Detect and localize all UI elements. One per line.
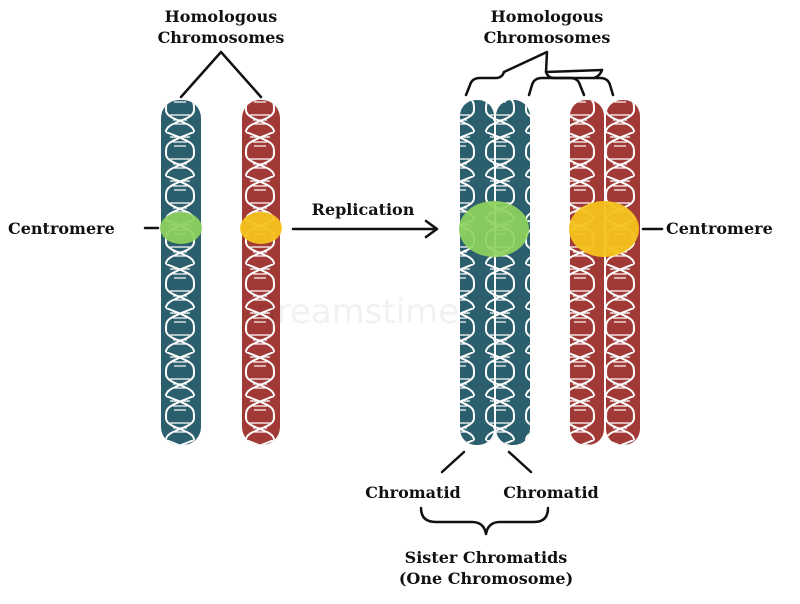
left-chromosome-red — [242, 100, 280, 445]
left-title: Homologous Chromosomes — [146, 6, 296, 48]
sister-chromatids-label: Sister Chromatids (One Chromosome) — [376, 547, 596, 589]
right-title-brace — [464, 50, 615, 97]
chromatid-red-2 — [606, 100, 640, 445]
sister-chromatids-line2: (One Chromosome) — [398, 569, 574, 588]
chromatid-pointer-2 — [507, 450, 533, 474]
chromatid-label-1: Chromatid — [365, 483, 461, 502]
left-title-connector — [179, 50, 263, 99]
watermark: dreamstime — [255, 292, 460, 332]
sister-chromatids-brace — [419, 506, 550, 536]
chromatid-red-1 — [570, 100, 604, 445]
centromere-yellow-large — [569, 201, 639, 257]
right-title: Homologous Chromosomes — [472, 6, 622, 48]
chromatid-pointer-1 — [440, 450, 466, 474]
chromatid-teal-1 — [460, 100, 494, 445]
centromere-yellow-small — [240, 212, 282, 244]
left-title-line2: Chromosomes — [157, 28, 285, 47]
centromere-green-large — [459, 201, 529, 257]
right-title-line1: Homologous — [490, 7, 604, 26]
chromatid-label-2: Chromatid — [503, 483, 599, 502]
sister-chromatids-line1: Sister Chromatids — [404, 548, 568, 567]
centromere-green-small — [160, 212, 202, 244]
left-chromosome-teal — [161, 100, 201, 445]
centromere-label-left: Centromere — [8, 219, 115, 238]
chromatid-teal-2 — [496, 100, 530, 445]
right-title-line2: Chromosomes — [483, 28, 611, 47]
replication-arrow — [291, 219, 439, 239]
replication-label: Replication — [311, 200, 415, 219]
left-title-line1: Homologous — [164, 7, 278, 26]
centromere-label-right: Centromere — [666, 219, 773, 238]
